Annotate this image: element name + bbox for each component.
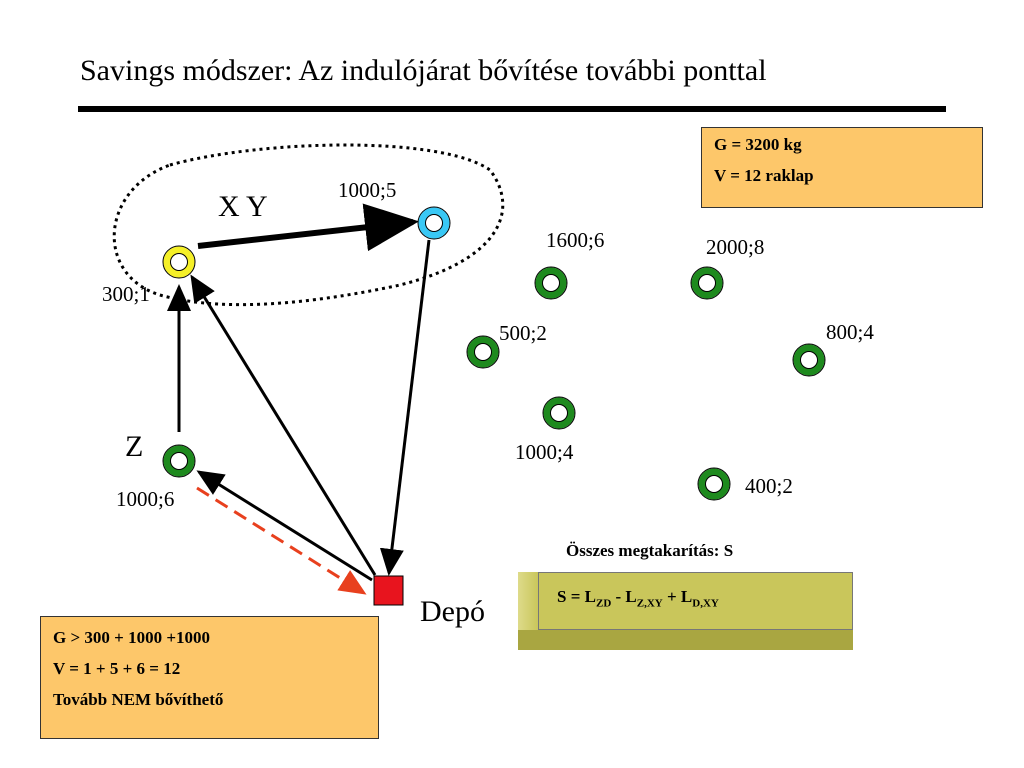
depot-marker bbox=[373, 575, 404, 606]
capacity-volume: V = 12 raklap bbox=[714, 166, 814, 185]
node-400-label: 400;2 bbox=[745, 474, 793, 498]
edge-depot-to-z bbox=[196, 470, 373, 582]
load-conclusion: Tovább NEM bővíthető bbox=[53, 690, 224, 709]
capacity-box: G = 3200 kg V = 12 raklap bbox=[701, 127, 983, 208]
node-y-outline bbox=[417, 206, 451, 240]
node-z-inner-outline bbox=[170, 452, 188, 470]
node-x-inner-outline bbox=[170, 253, 188, 271]
node-x-outline bbox=[162, 245, 196, 279]
node-z-label: 1000;6 bbox=[116, 487, 175, 511]
formula-part-1: S = L bbox=[557, 587, 596, 606]
z-label: Z bbox=[125, 430, 144, 463]
node-2000-label: 2000;8 bbox=[706, 235, 765, 259]
title-divider bbox=[78, 106, 946, 112]
load-volume: V = 1 + 5 + 6 = 12 bbox=[53, 659, 181, 678]
node-n1000-outline bbox=[542, 396, 576, 430]
edge-y-to-depot bbox=[379, 239, 431, 576]
node-n400-outline bbox=[697, 467, 731, 501]
node-n1000-inner-outline bbox=[550, 404, 568, 422]
edge-x-to-y bbox=[197, 203, 419, 252]
load-weight: G > 300 + 1000 +1000 bbox=[53, 628, 211, 647]
node-z-outline bbox=[162, 444, 196, 478]
node-800-label: 800;4 bbox=[826, 320, 874, 344]
formula-sub-3: D,XY bbox=[692, 597, 719, 610]
node-y-label: 1000;5 bbox=[338, 178, 397, 202]
node-n2000-outline bbox=[690, 266, 724, 300]
capacity-weight: G = 3200 kg bbox=[714, 135, 802, 154]
node-n400-inner-outline bbox=[705, 475, 723, 493]
depot-label: Depó bbox=[420, 595, 485, 628]
savings-caption: Összes megtakarítás: S bbox=[566, 541, 734, 560]
node-500-label: 500;2 bbox=[499, 321, 547, 345]
formula-part-3: + L bbox=[662, 587, 693, 606]
edge-z-to-depot-dashed bbox=[196, 486, 367, 595]
node-n500-outline bbox=[466, 335, 500, 369]
node-n800-outline bbox=[792, 343, 826, 377]
node-n1600-inner-outline bbox=[542, 274, 560, 292]
node-n2000-inner-outline bbox=[698, 274, 716, 292]
node-y-inner-outline bbox=[425, 214, 443, 232]
formula-bevel-bottom bbox=[518, 630, 853, 650]
node-n500-inner-outline bbox=[474, 343, 492, 361]
formula-sub-1: ZD bbox=[595, 597, 612, 610]
savings-formula: S = LZD - LZ,XY + LD,XY bbox=[538, 572, 853, 630]
xy-label: X Y bbox=[218, 190, 268, 223]
node-x-label: 300;1 bbox=[102, 282, 150, 306]
node-1600-label: 1600;6 bbox=[546, 228, 605, 252]
page-title: Savings módszer: Az indulójárat bővítése… bbox=[80, 54, 767, 87]
edge-depot-to-x bbox=[190, 274, 377, 576]
node-n1600-outline bbox=[534, 266, 568, 300]
node-n800-inner-outline bbox=[800, 351, 818, 369]
formula-sub-2: Z,XY bbox=[636, 597, 663, 610]
cluster-outline bbox=[112, 143, 505, 307]
load-box: G > 300 + 1000 +1000 V = 1 + 5 + 6 = 12 … bbox=[40, 616, 379, 739]
formula-part-2: - L bbox=[611, 587, 637, 606]
node-1000-label: 1000;4 bbox=[515, 440, 574, 464]
